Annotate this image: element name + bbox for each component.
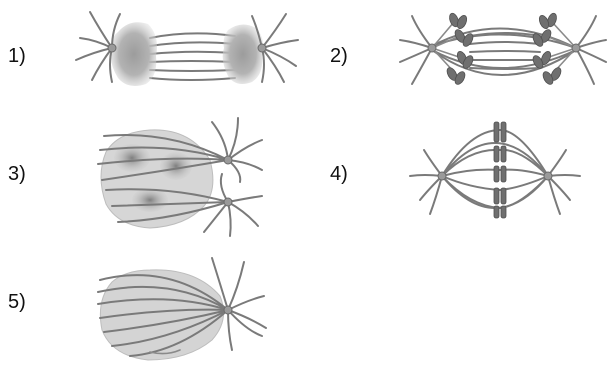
spindle-fibers <box>150 33 235 80</box>
aster-right <box>544 150 580 214</box>
aster-right <box>572 16 606 84</box>
panel-2-anaphase <box>400 12 606 86</box>
aster-left <box>400 16 436 84</box>
chromatin-mass-left <box>111 22 157 86</box>
nucleus <box>101 130 213 228</box>
panel-5-prophase-late <box>98 258 266 360</box>
aster-left <box>410 150 446 214</box>
centrosome-left <box>438 172 446 180</box>
panel-label-2: 2) <box>330 45 348 67</box>
aster-upper <box>212 118 262 182</box>
centrosome <box>224 306 232 314</box>
spindle-fibers <box>432 28 576 75</box>
aster-left <box>76 12 120 82</box>
panel-3-prophase <box>98 118 262 236</box>
chromatin-patch <box>132 188 168 212</box>
chromatin-mass-right <box>223 24 263 84</box>
panel-4-metaphase <box>410 122 580 218</box>
centrosome-left <box>108 44 116 52</box>
centrosome-right <box>544 172 552 180</box>
centrosome-right <box>258 44 266 52</box>
panel-label-1: 1) <box>8 45 26 67</box>
panel-label-3: 3) <box>8 163 26 185</box>
centrosome-right <box>572 44 580 52</box>
panel-label-4: 4) <box>330 163 348 185</box>
chromosomes-right <box>531 12 576 86</box>
panel-label-5: 5) <box>8 291 26 313</box>
centrosome-left <box>428 44 436 52</box>
centrosome-upper <box>224 156 232 164</box>
chromosomes-left <box>432 12 475 86</box>
panel-1-telophase <box>76 12 298 86</box>
centrosome-lower <box>224 198 232 206</box>
